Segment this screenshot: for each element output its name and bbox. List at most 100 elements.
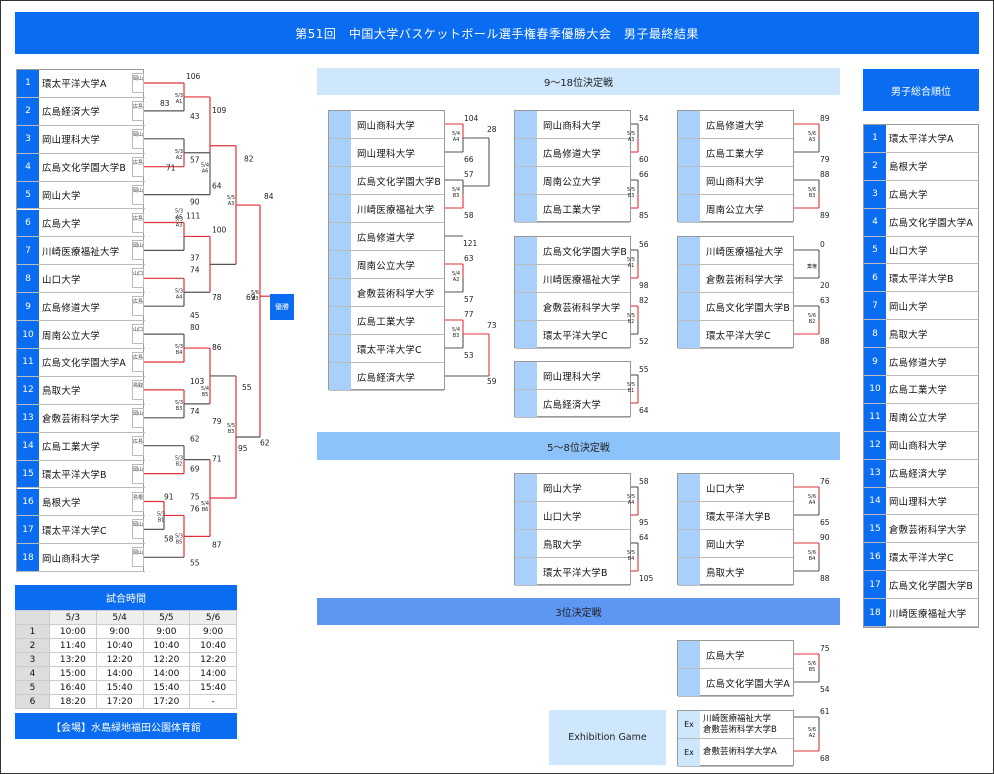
venue-tag: 広島 <box>132 296 144 317</box>
score: 58 <box>639 477 649 486</box>
row-marker <box>678 641 700 668</box>
row-marker <box>678 265 700 292</box>
score: 100 <box>212 226 227 235</box>
sub-team-row: 環太平洋大学B <box>515 558 630 586</box>
row-marker <box>515 390 537 417</box>
sub-bracket-box: 広島修道大学広島工業大学岡山商科大学周南公立大学 <box>677 110 794 223</box>
rank-number: 9 <box>864 348 886 376</box>
seed-number: 6 <box>17 209 39 237</box>
sub-team-name: 岡山商科大学 <box>357 120 416 132</box>
score: 66 <box>639 170 649 179</box>
sub-team-name: 環太平洋大学B <box>543 567 608 579</box>
champion-badge: 優勝 <box>270 294 294 320</box>
score: 74 <box>190 407 200 416</box>
score: 78 <box>212 293 222 302</box>
venue-label: 【会場】水島緑地福田公園体育館 <box>15 713 237 739</box>
exhibition-team-name: 倉敷芸術科学大学A <box>703 747 777 757</box>
sub-team-name: 広島経済大学 <box>543 399 602 411</box>
bracket-team-name: 周南公立大学 <box>42 330 101 342</box>
rank-number: 7 <box>864 292 886 320</box>
exhibition-teams: 川崎医療福祉大学倉敷芸術科学大学B <box>700 714 777 736</box>
bracket-team-name: 広島工業大学 <box>42 442 101 454</box>
venue-tag: 広島 <box>132 212 144 233</box>
rank-team-name: 岡山大学 <box>889 301 928 313</box>
schedule-slot: 4 <box>15 666 50 681</box>
schedule-corner <box>15 610 50 625</box>
bracket-team-name: 環太平洋大学C <box>42 525 107 537</box>
sub-team-name: 山口大学 <box>706 483 745 495</box>
rank-number: 18 <box>864 599 886 627</box>
seed-number: 8 <box>17 265 39 293</box>
score: 0 <box>820 240 825 249</box>
sub-team-name: 山口大学 <box>543 511 582 523</box>
sub-team-name: 広島文化学園大学B <box>357 176 442 188</box>
rank-team-name: 広島文化学園大学A <box>889 218 974 230</box>
seed-number: 2 <box>17 97 39 125</box>
score: 73 <box>487 321 497 330</box>
sub-team-name: 環太平洋大学C <box>543 330 608 342</box>
schedule-slot: 1 <box>15 624 50 639</box>
exhibition-teams: 倉敷芸術科学大学A <box>700 747 777 758</box>
sub-team-name: 倉敷芸術科学大学 <box>357 288 435 300</box>
sub-team-row: 岡山理科大学 <box>515 362 630 390</box>
score: 20 <box>820 281 830 290</box>
score: 57 <box>464 295 474 304</box>
sub-team-name: 広島文化学園大学B <box>706 302 791 314</box>
rank-team-name: 広島経済大学 <box>889 469 948 481</box>
sub-team-name: 広島工業大学 <box>357 316 416 328</box>
seed-number: 15 <box>17 460 39 488</box>
sub-team-name: 岡山理科大学 <box>543 371 602 383</box>
exhibition-tag: Ex <box>678 739 700 766</box>
score: 58 <box>164 534 174 543</box>
row-marker <box>329 363 351 390</box>
rank-team-name: 環太平洋大学B <box>889 273 954 285</box>
bracket-team-name: 鳥取大学 <box>42 386 81 398</box>
sub-team-name: 広島修道大学 <box>357 232 416 244</box>
sub-team-row: 周南公立大学 <box>678 195 793 223</box>
score: 98 <box>639 281 649 290</box>
score: 54 <box>639 114 649 123</box>
seed-number: 16 <box>17 488 39 516</box>
sub-team-name: 周南公立大学 <box>543 176 602 188</box>
schedule-date: 5/5 <box>142 610 191 625</box>
seed-number: 4 <box>17 153 39 181</box>
page-title: 第51回 中国大学バスケットボール選手権春季優勝大会 男子最終結果 <box>15 12 979 54</box>
rank-number: 15 <box>864 515 886 543</box>
bracket-team-name: 岡山大学 <box>42 191 81 203</box>
score: 71 <box>212 455 222 464</box>
sub-bracket-box: 岡山商科大学広島修道大学周南公立大学広島工業大学 <box>514 110 631 223</box>
sub-team-row: 岡山理科大学 <box>329 139 444 167</box>
exhibition-title: Exhibition Game <box>549 710 666 765</box>
row-marker <box>329 195 351 222</box>
sub-team-name: 広島工業大学 <box>543 204 602 216</box>
row-marker <box>515 167 537 194</box>
sub-team-row: 広島修道大学 <box>678 111 793 139</box>
seed-number: 11 <box>17 349 39 376</box>
rank-team-name: 川崎医療福祉大学 <box>889 608 967 620</box>
sub-bracket-box: 岡山大学山口大学鳥取大学環太平洋大学B <box>514 473 631 586</box>
